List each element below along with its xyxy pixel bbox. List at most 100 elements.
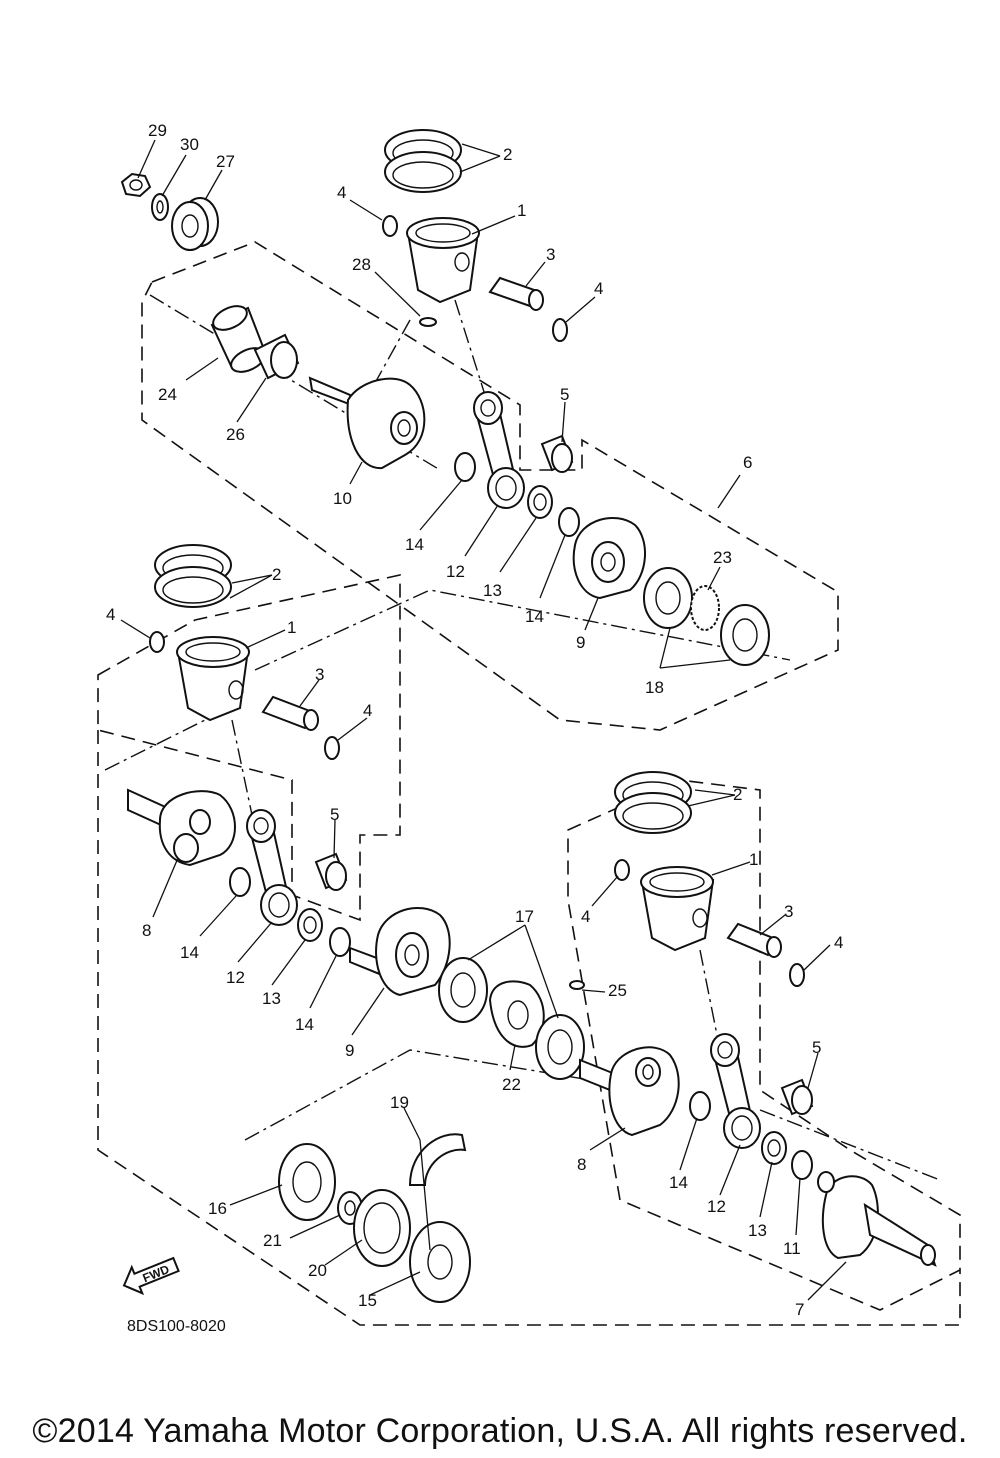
bearing-part-15 [409, 1221, 471, 1303]
callout-4-middle-right: 4 [363, 701, 372, 720]
washer-part-11 [791, 1150, 813, 1180]
callout-13-right: 13 [748, 1221, 767, 1240]
piston-pin-part-3-top [488, 276, 544, 311]
copyright-footer: ©2014 Yamaha Motor Corporation, U.S.A. A… [32, 1412, 968, 1450]
callout-5-middle: 5 [330, 805, 339, 824]
callout-labels: 29 30 27 2 4 1 3 4 28 24 26 5 6 10 14 12… [106, 121, 843, 1319]
bearing-part-18-b [720, 604, 770, 666]
callout-14-right: 14 [669, 1173, 688, 1192]
callout-3-top: 3 [546, 245, 555, 264]
washer-part-14-top-a [454, 452, 476, 482]
bearing-part-17-a [438, 957, 488, 1023]
callout-7: 7 [795, 1300, 804, 1319]
crank-part-8-right [579, 1046, 680, 1137]
callout-13-top: 13 [483, 581, 502, 600]
callout-4-top-right: 4 [594, 279, 603, 298]
callout-1-right: 1 [749, 850, 758, 869]
assembly-line-2 [359, 319, 411, 411]
callout-14-middle-a: 14 [180, 943, 199, 962]
callout-12-middle: 12 [226, 968, 245, 987]
group-outline-right [567, 779, 961, 1311]
group-outline-top [141, 241, 839, 731]
callout-3-right: 3 [784, 902, 793, 921]
small-end-bearing-part-5-right [780, 1078, 814, 1116]
callout-18: 18 [645, 678, 664, 697]
callout-30: 30 [180, 135, 199, 154]
crank-part-10 [308, 376, 426, 470]
bearing-part-16 [278, 1143, 336, 1221]
callout-24: 24 [158, 385, 177, 404]
piston-rings-part-2-middle [154, 544, 232, 608]
oil-seal-part-27 [171, 197, 219, 251]
fwd-label: FWD [141, 1262, 172, 1285]
callout-3-middle: 3 [315, 665, 324, 684]
callout-10: 10 [333, 489, 352, 508]
callout-9-top: 9 [576, 633, 585, 652]
small-end-bearing-part-5-top [540, 434, 574, 473]
crank-web-part-9-middle [349, 906, 451, 997]
callout-4-top-left: 4 [337, 183, 346, 202]
callout-28: 28 [352, 255, 371, 274]
callout-12-top: 12 [446, 562, 465, 581]
callout-2-top: 2 [503, 145, 512, 164]
woodruff-key-part-28 [419, 317, 437, 327]
piston-rings-part-2-right [614, 771, 692, 834]
circlip-part-4-middle-left [149, 631, 165, 653]
callout-4-right-left: 4 [581, 907, 590, 926]
bearing-part-13-middle [297, 908, 323, 942]
circlip-part-4-right-left [614, 859, 630, 881]
callout-15: 15 [358, 1291, 377, 1310]
washer-part-14-middle-b [329, 927, 351, 957]
callout-23: 23 [713, 548, 732, 567]
part-code-label: 8DS100-8020 [127, 1318, 226, 1335]
assembly-line-6 [231, 719, 253, 816]
needle-bearing-part-24 [210, 305, 267, 373]
callout-27: 27 [216, 152, 235, 171]
callout-2-middle: 2 [272, 565, 281, 584]
circlip-part-4-top-left [382, 215, 398, 237]
callout-14-top-b: 14 [525, 607, 544, 626]
exploded-parts-diagram: FWD [97, 121, 961, 1326]
callout-29: 29 [148, 121, 167, 140]
callout-6: 6 [743, 453, 752, 472]
bearing-part-13-top [527, 485, 553, 519]
nut-part-29 [120, 172, 152, 198]
washer-part-14-middle-a [229, 867, 251, 897]
circlip-part-4-right-right [789, 963, 805, 987]
callout-5-right: 5 [812, 1038, 821, 1057]
small-end-bearing-part-5-middle [314, 852, 348, 891]
callout-20: 20 [308, 1261, 327, 1280]
callout-14-top-a: 14 [405, 535, 424, 554]
callout-8-right: 8 [577, 1155, 586, 1174]
connecting-rod-part-12-right [710, 1033, 761, 1149]
callout-4-right-right: 4 [834, 933, 843, 952]
assembly-line-4 [254, 589, 791, 671]
callout-1-top: 1 [517, 201, 526, 220]
callout-2-right: 2 [733, 785, 742, 804]
bearing-part-17-b [535, 1014, 585, 1080]
callout-17: 17 [515, 907, 534, 926]
labyrinth-seal-part-22 [488, 980, 545, 1048]
callout-11: 11 [783, 1239, 801, 1258]
callout-19: 19 [390, 1093, 409, 1112]
assembly-line-8 [699, 949, 719, 1041]
crank-web-part-9-top [572, 516, 647, 600]
piston-pin-part-3-middle [261, 695, 319, 731]
assembly-line-9 [759, 1109, 941, 1181]
callout-21: 21 [263, 1231, 282, 1250]
crank-part-8-middle [127, 788, 236, 867]
callout-16: 16 [208, 1199, 227, 1218]
leader-lines [120, 139, 847, 1301]
piston-part-1-top [406, 217, 480, 304]
circlip-part-4-top-right [552, 318, 568, 342]
oil-seal-part-20 [353, 1189, 411, 1267]
callout-8-middle: 8 [142, 921, 151, 940]
callout-5-top: 5 [560, 385, 569, 404]
callout-1-middle: 1 [287, 618, 296, 637]
pin-part-25 [569, 980, 585, 990]
group-outline-middle [97, 574, 401, 922]
bearing-part-18-a [643, 567, 693, 629]
collar-part-26 [253, 333, 300, 380]
crankshaft-end-part-7 [817, 1171, 937, 1267]
callout-26: 26 [226, 425, 245, 444]
